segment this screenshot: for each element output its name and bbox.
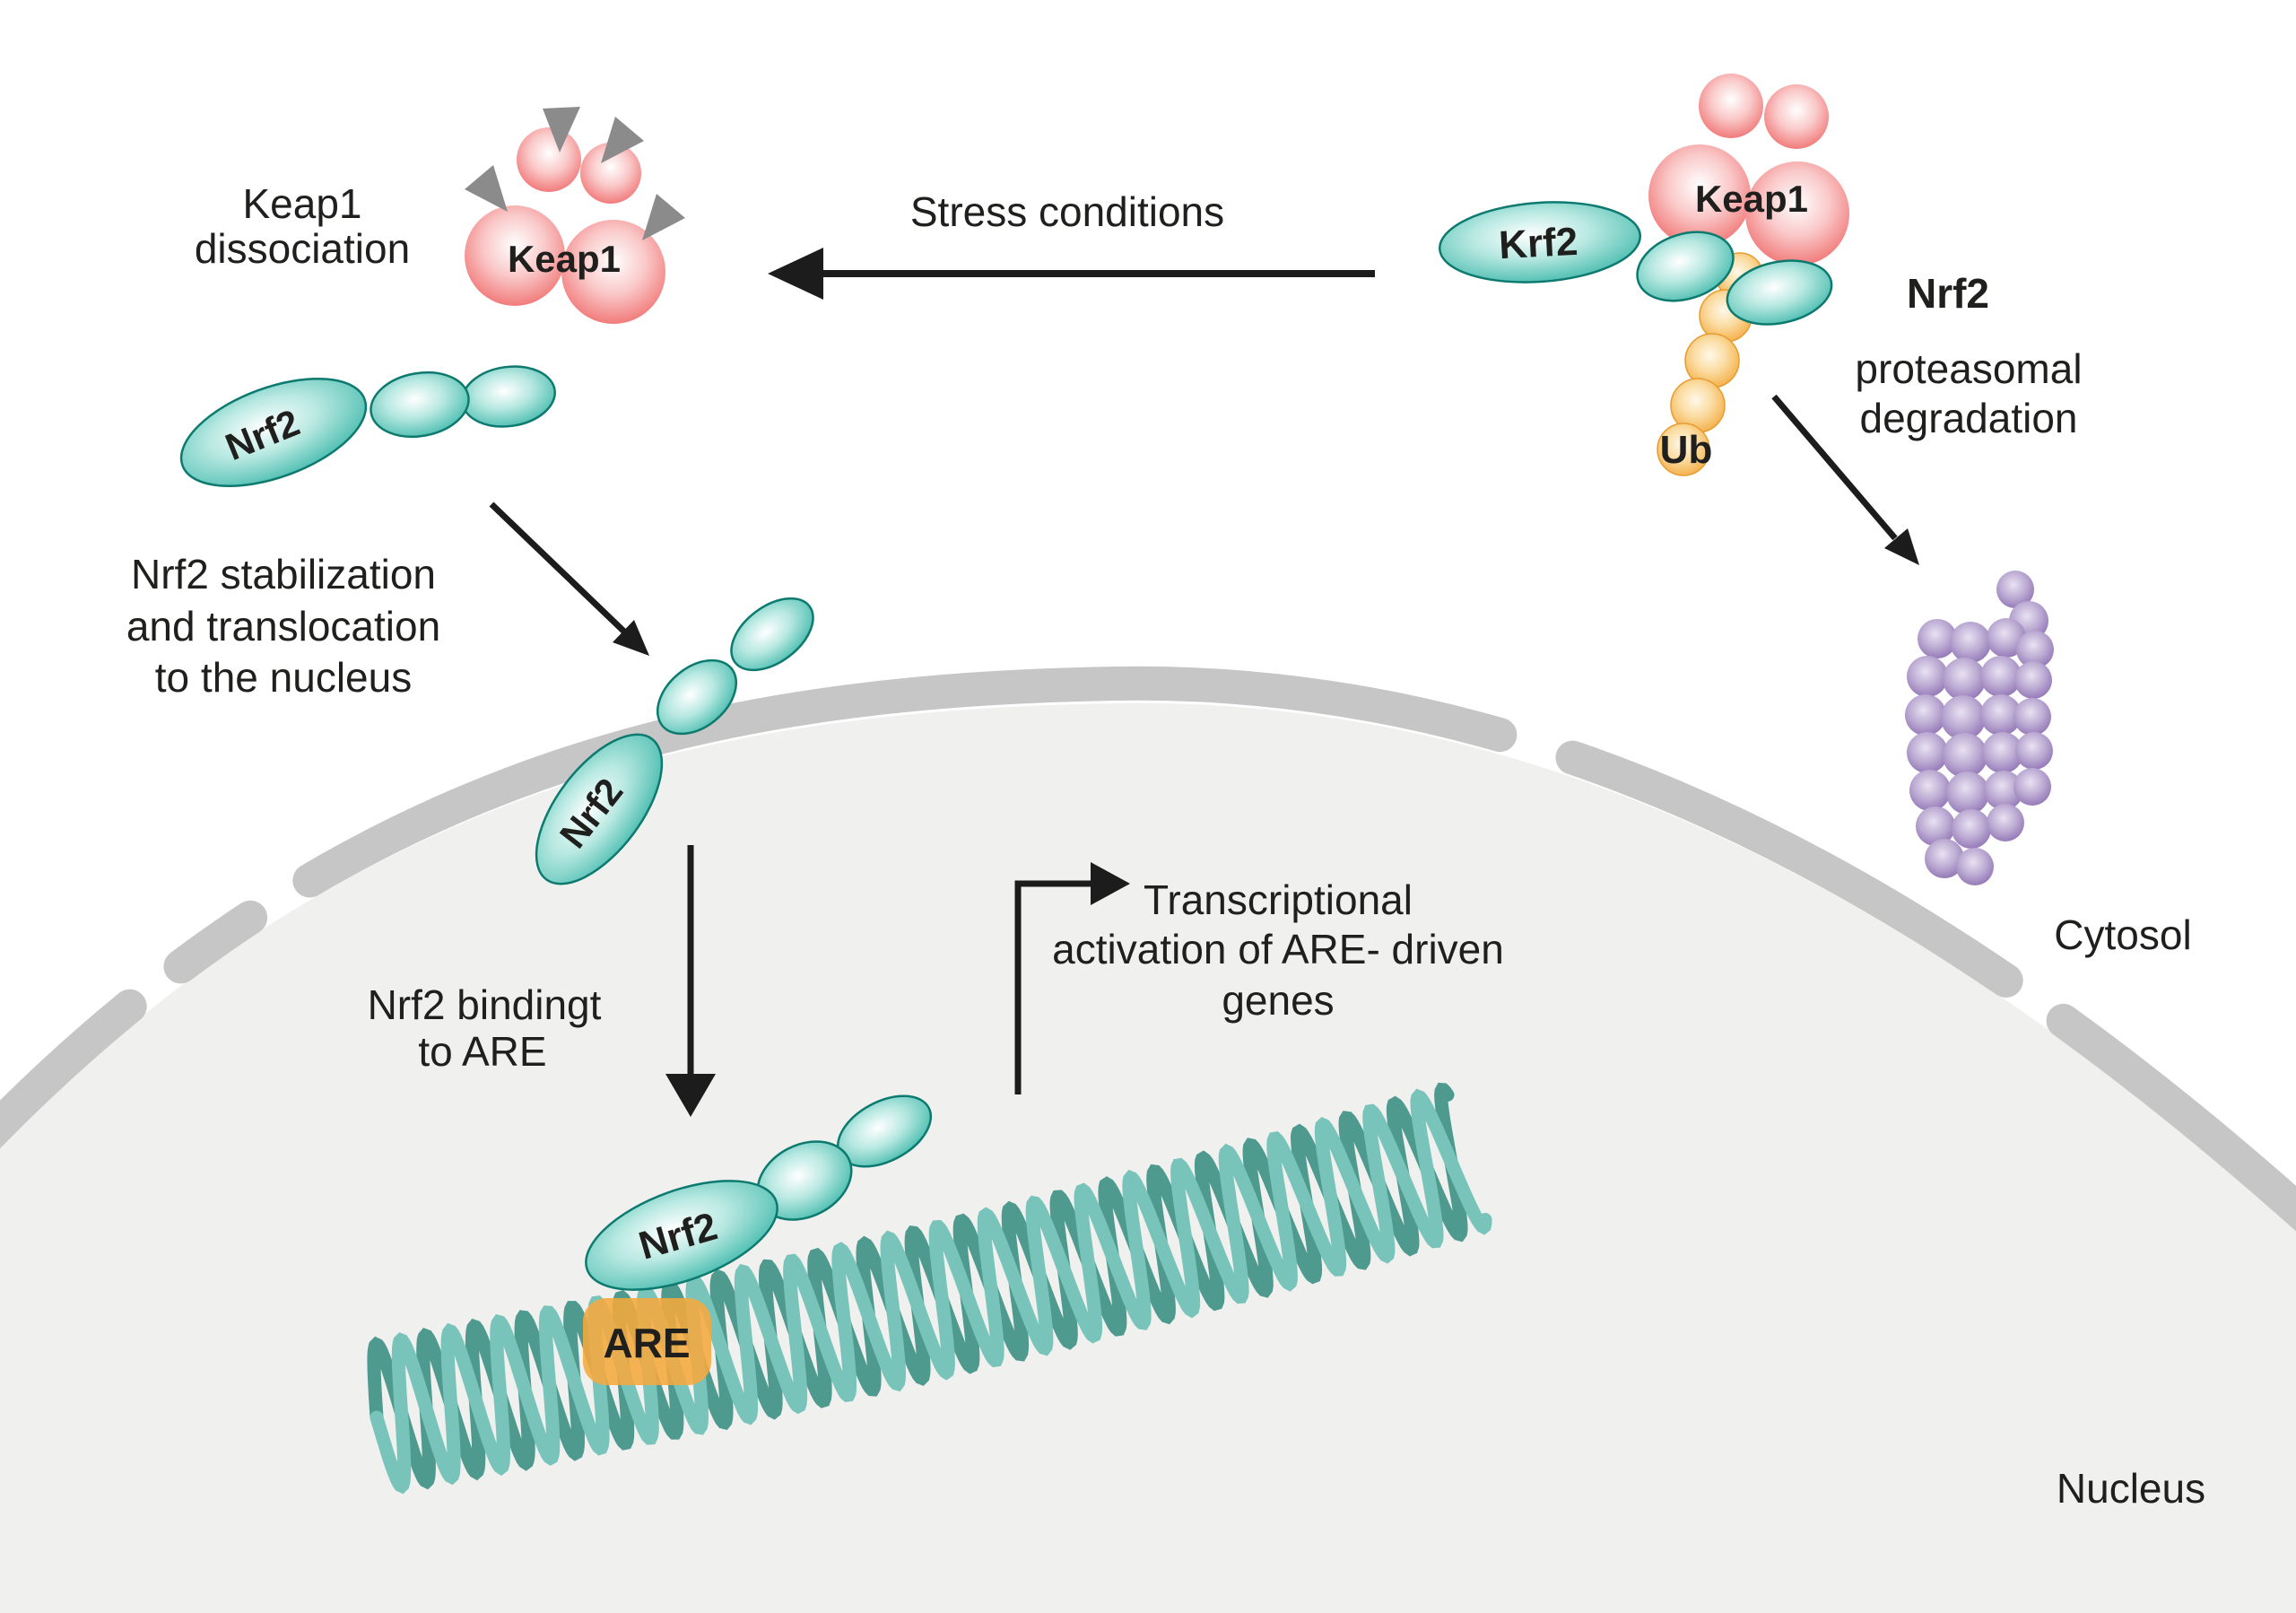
krf2-domain-2: [1636, 231, 1735, 302]
stress-arrowhead-icon: [465, 165, 508, 212]
nrf2-free-domain-2: [370, 371, 470, 439]
arrow-transcriptional-activation: [1014, 862, 1130, 1094]
annotation-line: dissociation: [195, 225, 410, 272]
annotation-cytosol: Cytosol: [2054, 911, 2191, 958]
stress-arrowhead-icon: [601, 117, 644, 163]
annotation-nrf2-binding: Nrf2 bindingt to ARE: [368, 981, 602, 1075]
dna-double-helix: [367, 1082, 1492, 1495]
annotation-proteasomal-degradation: Nrf2 proteasomal degradation: [1855, 270, 2082, 441]
proteasome: [1905, 571, 2054, 885]
proteasome-sphere: [2014, 661, 2052, 699]
proteasome-sphere: [1980, 694, 2022, 736]
annotation-line: Keap1: [242, 180, 361, 227]
proteasome-sphere: [1987, 804, 2024, 841]
krf2-domain-1: [1438, 201, 1642, 283]
nrf2-free-protein: Nrf2: [179, 365, 556, 488]
are-label: ARE: [603, 1320, 690, 1366]
nrf2-free-domain-3: [461, 365, 556, 428]
annotation-line: degradation: [1860, 395, 2078, 441]
annotation-line: and translocation: [126, 603, 440, 650]
annotation-line: activation of ARE- driven: [1052, 926, 1504, 972]
proteasome-sphere: [2013, 768, 2051, 806]
arrow-nrf2-to-are: [665, 845, 716, 1117]
annotation-title: Nrf2: [1907, 270, 1989, 317]
annotation-nucleus: Nucleus: [2057, 1465, 2205, 1512]
proteasome-sphere: [2015, 732, 2053, 770]
dna-strand-dark: [367, 1082, 1468, 1490]
arrow-nrf2-translocation: [489, 501, 649, 656]
nuclear-membrane: [0, 666, 2296, 1232]
annotation-line: Nrf2 stabilization: [131, 551, 436, 597]
keap1-bound-sphere-2: [1764, 84, 1829, 149]
proteasome-sphere: [1980, 656, 2022, 697]
annotation-line: Nrf2 bindingt: [368, 981, 602, 1028]
arrow-proteasomal-degradation: [1771, 394, 1919, 565]
dna-strand-light: [370, 1088, 1492, 1495]
nrf2-bound-domain-1: [585, 1180, 778, 1291]
keap1-free-label: Keap1: [508, 238, 621, 280]
proteasome-sphere: [1916, 806, 1955, 846]
nrf2-translocating-domain-1: [535, 733, 664, 885]
nrf2-free-domain-1: [179, 377, 368, 488]
proteasome-sphere: [1907, 656, 1948, 697]
annotation-line: Transcriptional: [1144, 876, 1413, 923]
proteasome-sphere: [1987, 618, 2026, 658]
proteasome-sphere: [1941, 695, 1986, 740]
proteasome-sphere: [1943, 658, 1986, 701]
nucleus-interior: [0, 702, 2296, 1613]
proteasome-sphere: [1918, 619, 1957, 658]
annotation-line: to the nucleus: [155, 654, 412, 701]
keap1-free-sphere-1: [517, 127, 581, 192]
proteasome-sphere: [1909, 770, 1951, 811]
annotation-line: genes: [1222, 977, 1334, 1024]
proteasome-sphere: [1956, 848, 1994, 885]
proteasome-sphere: [1943, 733, 1987, 778]
annotation-transcriptional-activation: Transcriptional activation of ARE- drive…: [1052, 876, 1504, 1024]
proteasome-sphere: [1907, 732, 1948, 773]
are-box: [583, 1298, 711, 1385]
proteasome-sphere: [1950, 622, 1991, 663]
arrow-stress-conditions: [768, 248, 1375, 300]
nrf2-translocating-domain-3: [730, 597, 814, 672]
proteasome-sphere: [2016, 631, 2054, 668]
ub-label: Ub: [1660, 428, 1713, 472]
proteasome-sphere: [1946, 772, 1989, 815]
keap1-bound-sphere-1: [1699, 74, 1763, 138]
nrf2-bound-protein: Nrf2: [585, 1094, 933, 1291]
ubiquitin-sphere: [1657, 423, 1710, 476]
nrf2-translocating-protein: Nrf2: [535, 597, 814, 885]
proteasome-sphere: [1984, 771, 2023, 810]
annotation-line: proteasomal: [1855, 345, 2082, 392]
keap1-free-sphere-4: [561, 220, 665, 324]
keap1-nrf2-ub-complex: Keap1 Krf2 Ub: [1438, 74, 1849, 476]
nrf2-translocating-domain-2: [656, 658, 738, 736]
stress-arrowhead-icon: [543, 107, 580, 153]
keap1-free-complex: Keap1: [465, 107, 685, 324]
keap1-bound-label: Keap1: [1695, 178, 1808, 220]
are-element: ARE: [583, 1298, 711, 1385]
proteasome-sphere: [1905, 694, 1946, 736]
keap1-bound-sphere-4: [1745, 161, 1849, 266]
proteasome-sphere: [2013, 698, 2051, 736]
proteasome-sphere: [1982, 732, 2023, 773]
keap1-free-sphere-2: [580, 143, 641, 204]
proteasome-sphere: [1996, 571, 2034, 608]
keap1-free-sphere-3: [465, 205, 565, 306]
keap1-bound-sphere-3: [1648, 144, 1751, 247]
annotation-line: to ARE: [418, 1028, 546, 1075]
annotation-stress-conditions: Stress conditions: [910, 188, 1224, 235]
annotation-nrf2-stabilization: Nrf2 stabilization and translocation to …: [126, 551, 440, 701]
stress-arrowhead-icon: [642, 194, 685, 240]
proteasome-sphere: [1925, 839, 1964, 878]
krf2-label: Krf2: [1498, 220, 1578, 268]
proteasome-sphere: [1952, 809, 1991, 849]
krf2-domain-3: [1726, 259, 1833, 326]
annotation-keap1-dissociation: Keap1 dissociation: [195, 180, 410, 272]
